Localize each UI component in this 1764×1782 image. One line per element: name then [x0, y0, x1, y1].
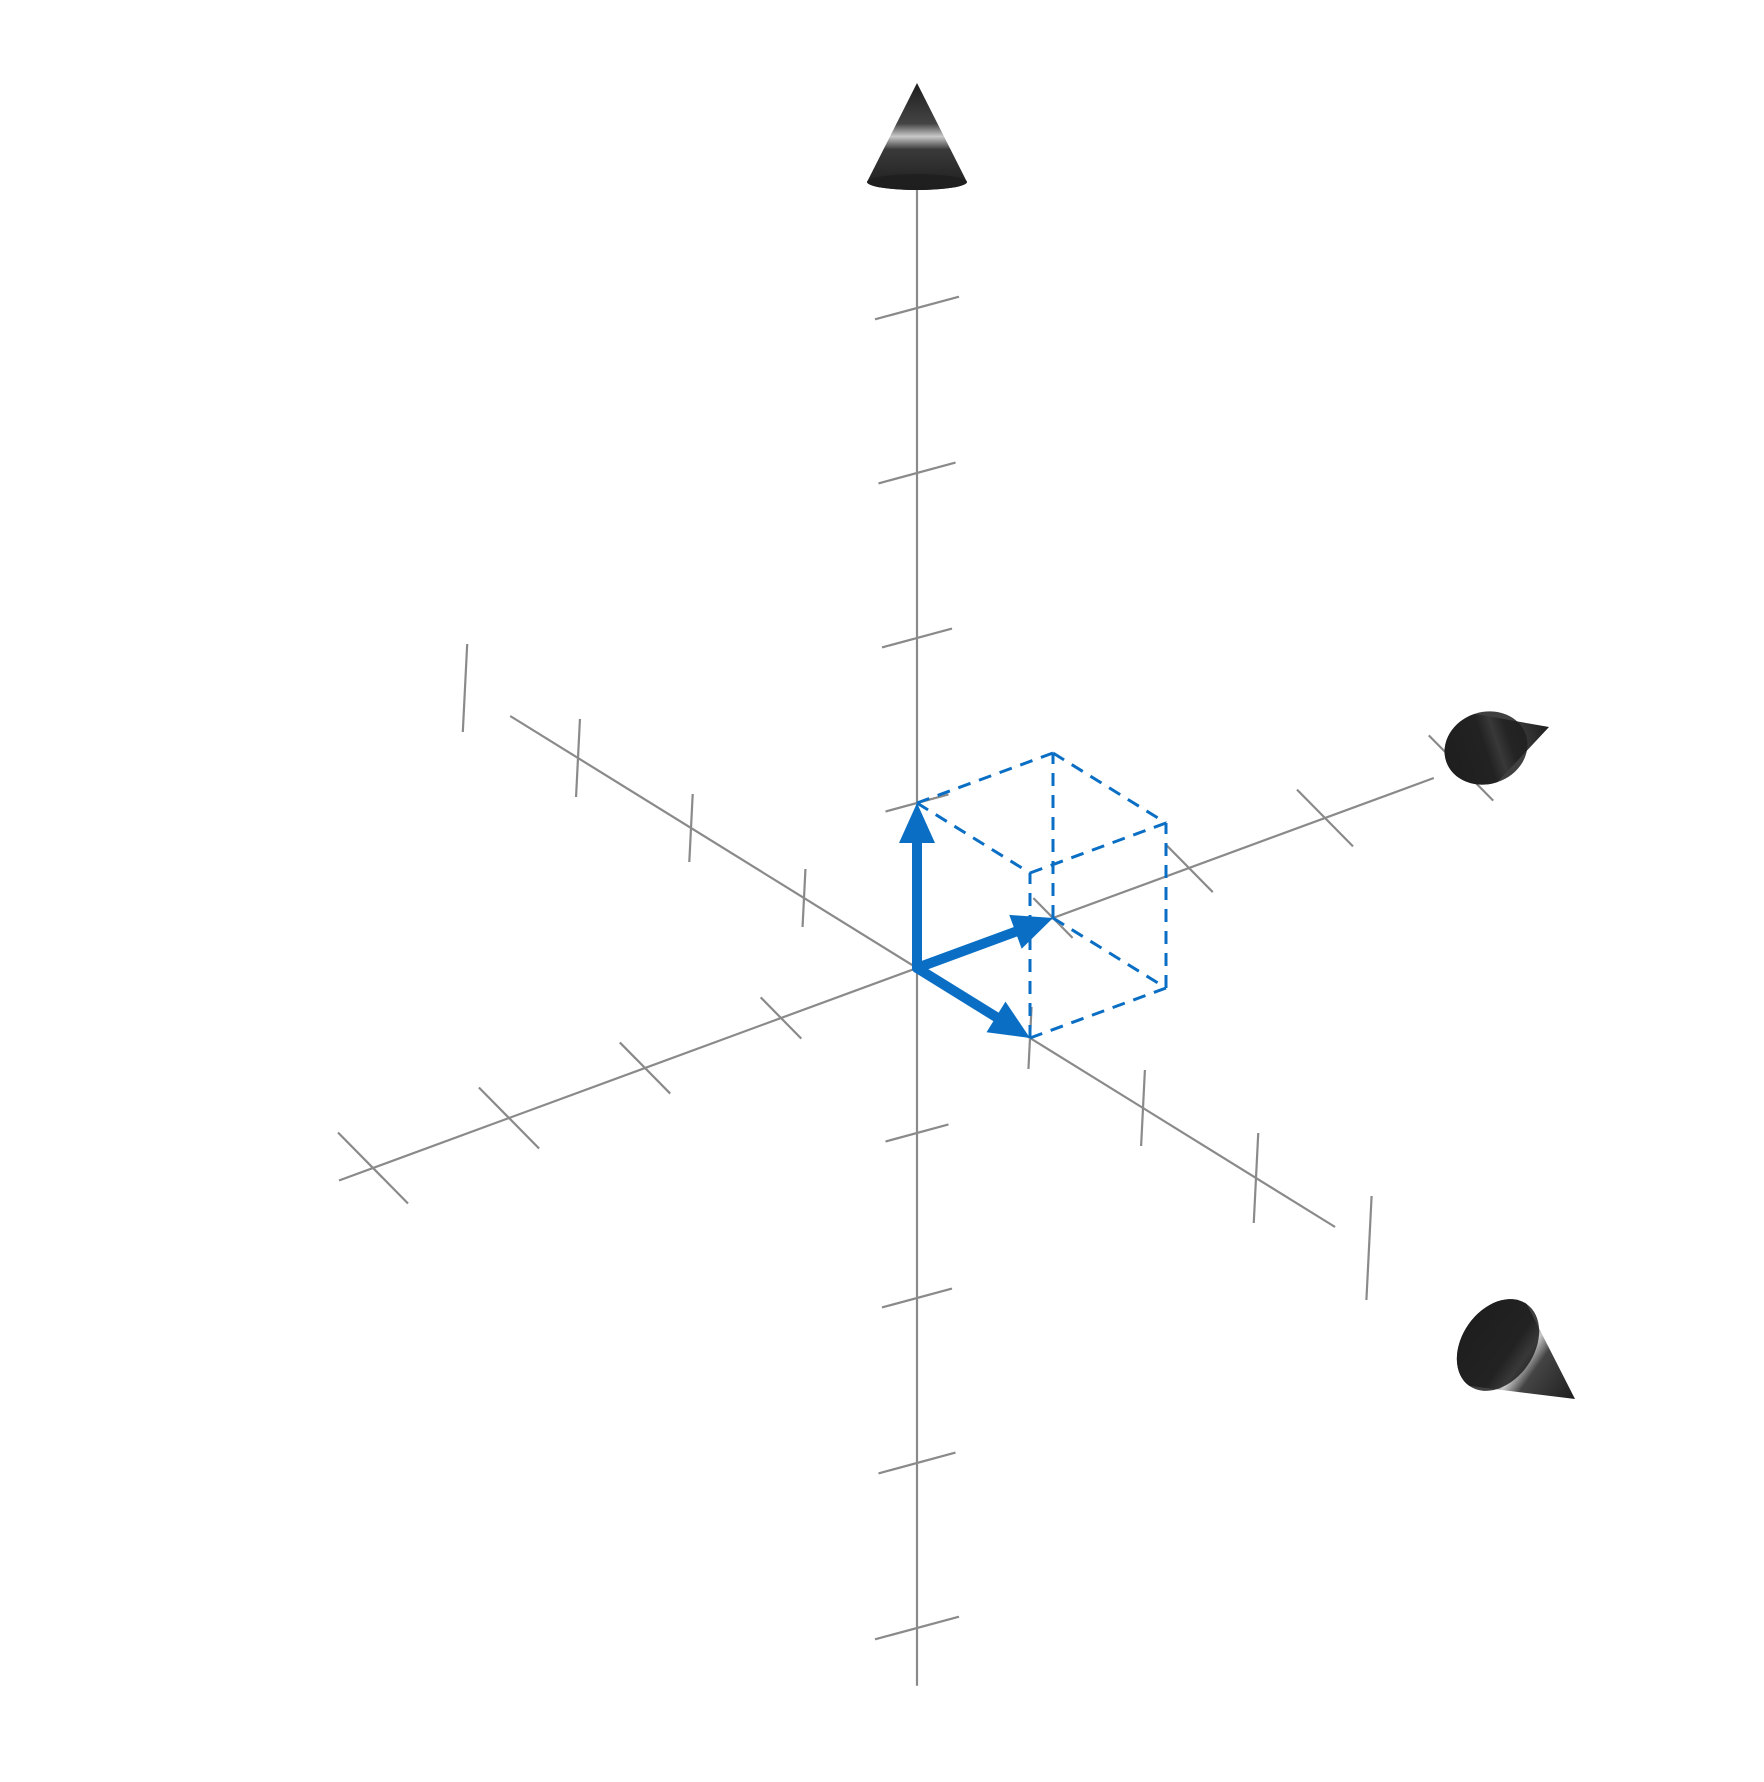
- y-axis-line: [338, 776, 1435, 1182]
- z-axis-cone-icon-base: [867, 174, 967, 190]
- z-axis-tick: [878, 1451, 956, 1475]
- y-axis-tick: [1164, 843, 1214, 893]
- y-axis-tick: [1296, 788, 1354, 848]
- unit-cube: [916, 751, 1168, 1040]
- y-axis-tick: [759, 996, 803, 1040]
- unit-vector-y-arrowhead: [1009, 914, 1053, 949]
- y-axis-tick: [478, 1086, 540, 1150]
- unit-vector-z-arrowhead: [899, 803, 935, 843]
- cube-edge: [1052, 916, 1167, 990]
- cube-edge: [1052, 751, 1167, 825]
- unit-vector-x-shaft: [912, 963, 1005, 1025]
- x-axis-tick: [1365, 1195, 1373, 1301]
- axes-layer: [338, 167, 1435, 1686]
- x-axis-cone-icon-base: [1456, 1299, 1540, 1391]
- unit-vectors: [899, 803, 1053, 1038]
- x-axis-tick: [688, 793, 694, 863]
- axis-arrowheads: [867, 83, 1576, 1400]
- unit-vector-x-arrowhead: [986, 1001, 1030, 1038]
- y-axis-tick: [619, 1041, 671, 1095]
- x-axis-tick: [574, 718, 582, 798]
- z-axis-tick: [881, 627, 953, 649]
- cube-edge: [916, 801, 1031, 875]
- z-axis-cone-icon-body: [867, 83, 967, 190]
- y-axis-cone-icon: [1444, 711, 1549, 785]
- z-axis-tick: [874, 1615, 960, 1641]
- cube-edge: [1029, 821, 1167, 875]
- y-axis-tick: [337, 1131, 409, 1205]
- z-axis-tick: [885, 1123, 949, 1143]
- z-axis-tick: [874, 295, 960, 321]
- unit-vector-y-shaft: [912, 925, 1025, 973]
- z-axis-tick: [878, 461, 956, 485]
- y-axis-cone-icon-base: [1444, 711, 1528, 785]
- x-axis-tick: [1252, 1132, 1260, 1224]
- x-axis-tick: [461, 643, 469, 733]
- x-axis-tick: [1140, 1069, 1146, 1147]
- cube-edge: [916, 751, 1054, 805]
- z-axis-tick: [881, 1287, 953, 1309]
- x-axis-cone-icon: [1456, 1299, 1576, 1400]
- cube-edge: [1029, 986, 1167, 1040]
- z-axis-cone-icon: [867, 83, 967, 190]
- x-axis-tick: [801, 868, 807, 928]
